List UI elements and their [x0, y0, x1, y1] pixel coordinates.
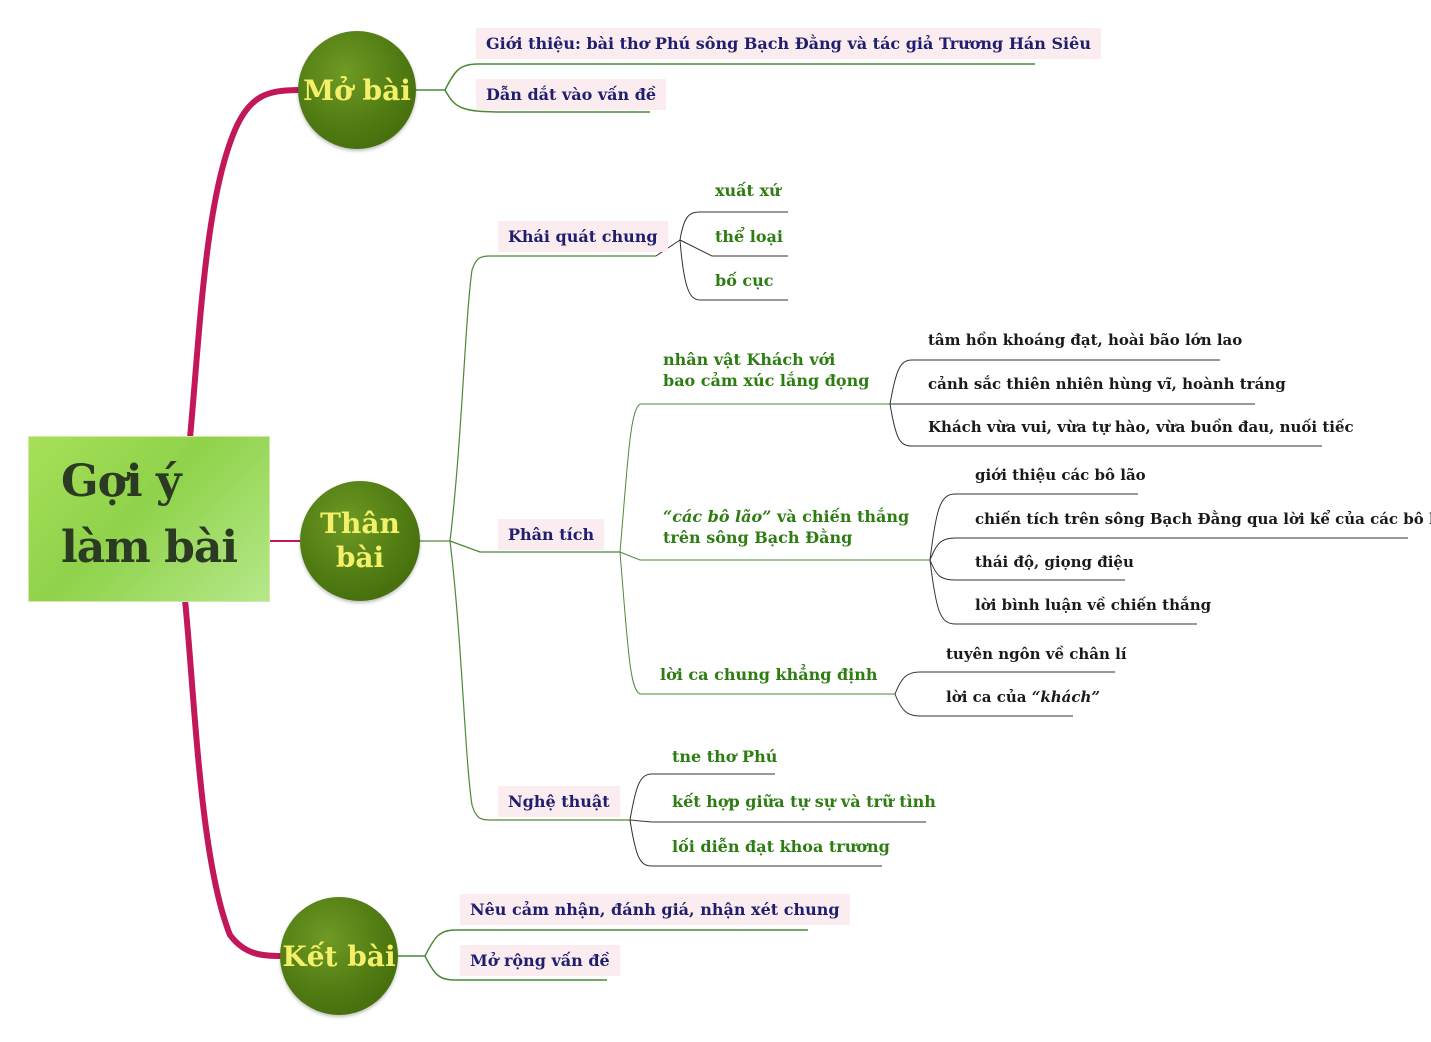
khai-quat-item-bo-cuc: bố cục	[715, 271, 774, 290]
bo-lao-branch-line1-rest: và chiến thắng	[771, 507, 910, 526]
bo-lao-branch-label: “các bô lão” và chiến thắng trên sông Bạ…	[663, 506, 909, 548]
khai-quat-item-xuat-xu: xuất xứ	[715, 181, 781, 200]
ket-bai-item-mo-rong: Mở rộng vấn đề	[460, 945, 620, 976]
mo-bai-item-lead-in: Dẫn dắt vào vấn đề	[476, 79, 667, 110]
loi-ca-branch-label: lời ca chung khẳng định	[660, 665, 878, 684]
bo-lao-item-gioi-thieu: giới thiệu các bô lão	[975, 466, 1146, 484]
khai-quat-chung-box: Khái quát chung	[498, 221, 668, 252]
bo-lao-branch-italic: “các bô lão”	[663, 507, 772, 526]
loi-ca-item-tuyen-ngon: tuyên ngôn về chân lí	[946, 645, 1127, 663]
bo-lao-branch-line2: trên sông Bạch Đằng	[663, 528, 853, 547]
ket-bai-item-cam-nhan: Nêu cảm nhận, đánh giá, nhận xét chung	[460, 894, 850, 925]
bo-lao-item-thai-do: thái độ, giọng điệu	[975, 553, 1134, 571]
khach-branch-line2: bao cảm xúc lắng đọng	[663, 371, 870, 390]
khai-quat-item-the-loai: thể loại	[715, 227, 783, 246]
phan-tich-box: Phân tích	[498, 519, 605, 550]
ket-bai-node: Kết bài	[280, 897, 398, 1015]
loi-ca-item2-italic: “khách”	[1031, 688, 1101, 706]
than-bai-label-line2: bài	[335, 541, 385, 574]
bo-lao-item-binh-luan: lời bình luận về chiến thắng	[975, 596, 1212, 614]
khach-item-cam-xuc: Khách vừa vui, vừa tự hào, vừa buồn đau,…	[928, 418, 1354, 436]
mo-bai-node: Mở bài	[298, 31, 416, 149]
than-bai-node: Thân bài	[300, 481, 420, 601]
nghe-thuat-box: Nghệ thuật	[498, 786, 620, 817]
loi-ca-item2-prefix: lời ca của	[946, 688, 1032, 706]
loi-ca-item-loi-ca-khach: lời ca của “khách”	[946, 688, 1100, 706]
root-title-line1: Gợi ý	[61, 456, 182, 507]
root-node: Gợi ý làm bài	[29, 437, 269, 601]
mo-bai-item-intro: Giới thiệu: bài thơ Phú sông Bạch Đằng v…	[476, 28, 1101, 59]
than-bai-label-line1: Thân	[320, 507, 400, 540]
nghe-thuat-item-tho-phu: tne thơ Phú	[672, 747, 778, 766]
nghe-thuat-item-tu-su: kết hợp giữa tự sự và trữ tình	[672, 792, 936, 811]
bo-lao-item-chien-tich: chiến tích trên sông Bạch Đằng qua lời k…	[975, 510, 1431, 528]
khach-branch-label: nhân vật Khách với bao cảm xúc lắng đọng	[663, 349, 869, 391]
khach-item-tam-hon: tâm hồn khoáng đạt, hoài bão lớn lao	[928, 331, 1243, 349]
root-title-line2: làm bài	[61, 522, 238, 573]
nghe-thuat-item-khoa-truong: lối diễn đạt khoa trương	[672, 837, 890, 856]
khach-branch-line1: nhân vật Khách với	[663, 350, 836, 369]
khach-item-canh-sac: cảnh sắc thiên nhiên hùng vĩ, hoành trán…	[928, 375, 1286, 393]
